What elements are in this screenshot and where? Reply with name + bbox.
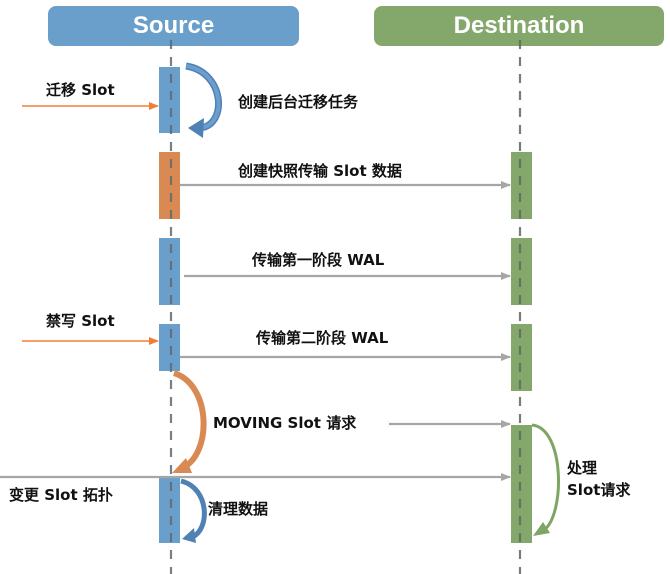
destination-lane-header: Destination [374,6,664,46]
destination-activation-wal1 [511,238,532,305]
source-activation-snapshot [159,152,180,219]
create-task-self-arrow [185,62,222,138]
destination-activation-request [511,425,532,543]
disable-write-label: 禁写 Slot [46,312,115,330]
moving-request-self-arrow [172,370,207,473]
source-activation-wal1 [159,238,180,305]
source-lane-title: Source [132,12,215,39]
cleanup-label: 清理数据 [208,500,269,518]
moving-request-message-label: MOVING Slot 请求 [213,414,357,432]
handle-request-self-arrow [531,423,560,536]
migrate-label: 迁移 Slot [46,81,115,99]
change-topology-label: 变更 Slot 拓扑 [9,486,113,504]
destination-activation-wal2 [511,324,532,391]
handle-request-label-line1: 处理 [567,459,598,477]
snapshot-message-label: 创建快照传输 Slot 数据 [238,162,402,180]
wal-phase2-message-label: 传输第二阶段 WAL [256,329,389,347]
source-activation-cleanup [159,477,180,543]
create-task-label: 创建后台迁移任务 [238,93,359,111]
wal-phase1-message-label: 传输第一阶段 WAL [252,251,385,269]
destination-lane-title: Destination [453,12,585,39]
source-activation-migrate [159,67,180,133]
cleanup-self-arrow [180,478,207,543]
destination-activation-snapshot [511,152,532,219]
source-activation-wal2 [159,324,180,371]
handle-request-label-line2: Slot请求 [567,481,631,499]
source-lane-header: Source [48,6,299,46]
